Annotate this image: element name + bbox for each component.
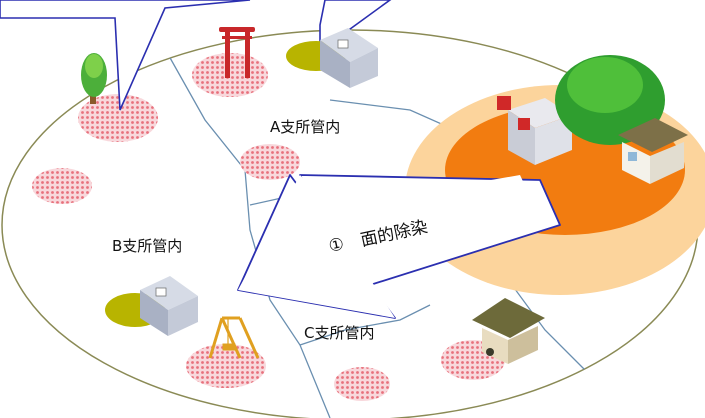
arrow-number: ① xyxy=(327,234,346,257)
school-building-icon xyxy=(105,276,198,336)
shrine-icon xyxy=(472,298,545,364)
hotspot xyxy=(78,94,158,142)
school-building-icon xyxy=(286,28,378,88)
district-a-label: A支所管内 xyxy=(270,118,340,136)
hotspot xyxy=(334,367,390,401)
green-hill-icon xyxy=(555,55,665,145)
hotspot xyxy=(186,344,266,388)
hotspot xyxy=(240,144,300,180)
house-icon xyxy=(618,118,688,184)
swing-icon xyxy=(208,316,260,359)
district-b-label: B支所管内 xyxy=(112,237,182,255)
top-arrow-left xyxy=(0,0,251,111)
tree-icon xyxy=(81,53,107,104)
district-c-label: C支所管内 xyxy=(304,324,374,342)
torii-gate-icon xyxy=(219,27,255,78)
hotspot xyxy=(32,168,92,204)
shop-building-icon xyxy=(497,96,572,165)
